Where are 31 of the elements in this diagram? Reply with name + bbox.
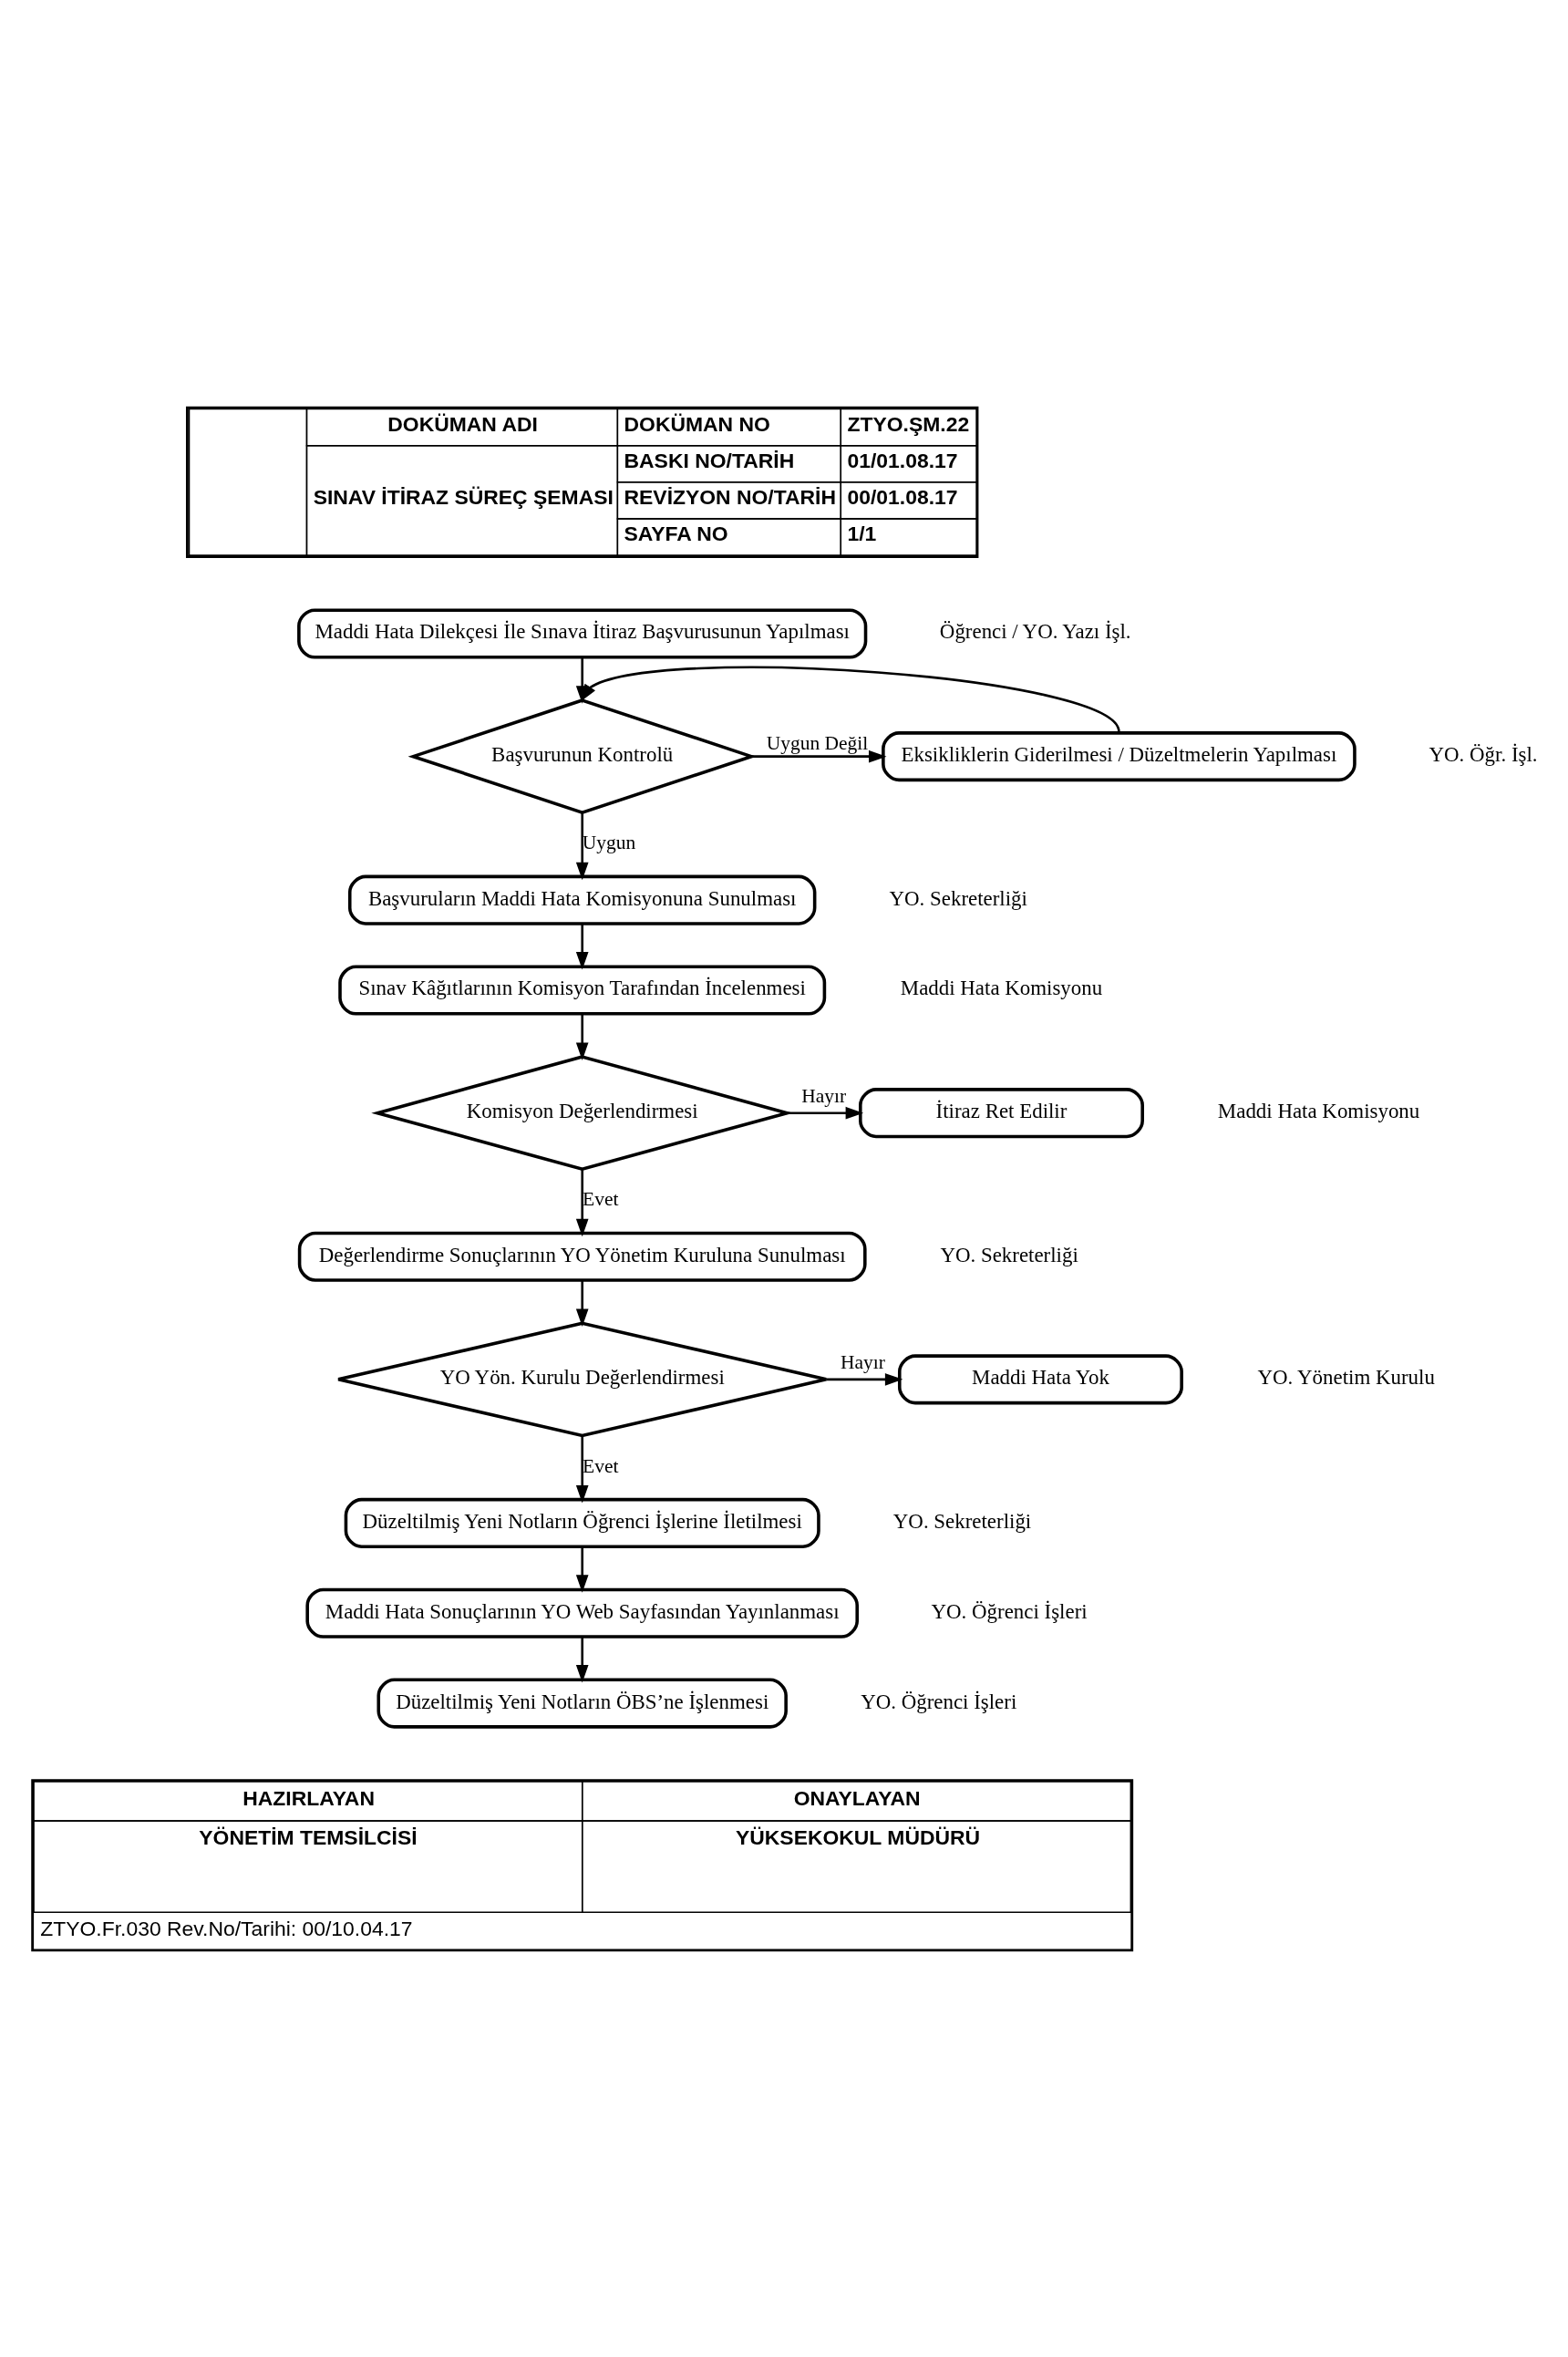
node-label: YO. Sekreterliği bbox=[940, 1243, 1078, 1266]
edge-label: Uygun Değil bbox=[766, 731, 869, 754]
label: YÖNETİM TEMSİLCİSİ bbox=[199, 1825, 418, 1848]
edge-label: Evet bbox=[583, 1454, 619, 1477]
edge-label: Hayır bbox=[840, 1350, 885, 1373]
label: DOKÜMAN ADI bbox=[387, 411, 538, 436]
node-label: YO. Öğrenci İşleri bbox=[861, 1690, 1017, 1713]
label: BASKI NO/TARİH bbox=[624, 448, 795, 472]
label: ZTYO.ŞM.22 bbox=[847, 411, 970, 436]
label: HAZIRLAYAN bbox=[242, 1785, 375, 1810]
node-label: YO. Yönetim Kurulu bbox=[1257, 1365, 1435, 1389]
node-label: Maddi Hata Komisyonu bbox=[900, 976, 1103, 999]
label: YÜKSEKOKUL MÜDÜRÜ bbox=[736, 1825, 981, 1848]
node-label: YO. Sekreterliği bbox=[892, 1509, 1032, 1533]
label: DOKÜMAN NO bbox=[624, 411, 770, 436]
node-label: YO. Öğrenci İşleri bbox=[931, 1599, 1088, 1623]
node-label: Öğrenci / YO. Yazı İşl. bbox=[939, 619, 1131, 643]
label: REVİZYON NO/TARİH bbox=[624, 484, 836, 509]
label: 00/01.08.17 bbox=[847, 484, 958, 509]
edge-label: Uygun bbox=[582, 831, 636, 853]
label: 01/01.08.17 bbox=[847, 448, 958, 472]
label: ONAYLAYAN bbox=[793, 1785, 921, 1810]
node-label: YO. Sekreterliği bbox=[889, 886, 1027, 910]
label: ZTYO.Fr.030 Rev.No/Tarihi: 00/10.04.17 bbox=[40, 1916, 413, 1940]
edge-label: Evet bbox=[583, 1187, 619, 1210]
label: SAYFA NO bbox=[624, 521, 728, 545]
node-label: Maddi Hata Komisyonu bbox=[1217, 1099, 1420, 1122]
edge-label: Hayır bbox=[801, 1084, 847, 1107]
node-label: YO. Öğr. İşl. bbox=[1429, 742, 1538, 766]
label: 1/1 bbox=[847, 521, 877, 545]
label: SINAV İTİRAZ SÜREÇ ŞEMASI bbox=[313, 484, 614, 509]
